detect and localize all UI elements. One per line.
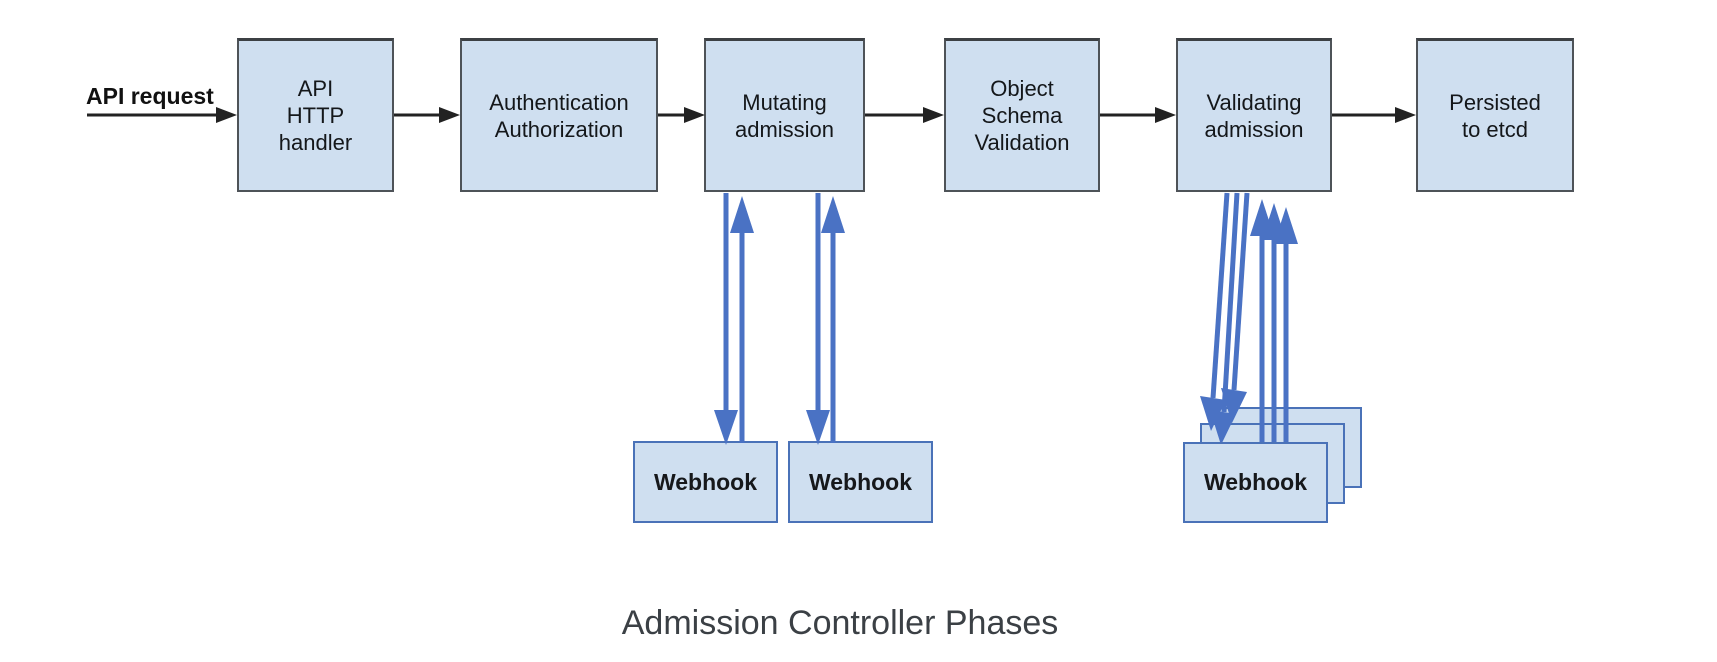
flow-arrow-auth-to-mutating	[658, 107, 705, 123]
phase-label: Mutating admission	[734, 89, 835, 142]
phase-box-object-schema-validation: Object Schema Validation	[944, 38, 1100, 192]
phase-box-mutating-admission: Mutating admission	[704, 38, 865, 192]
validating-webhook-box-front: Webhook	[1183, 442, 1328, 523]
mutating-webhook2-down-arrow	[806, 193, 830, 445]
phase-label: Authentication Authorization	[489, 89, 629, 142]
phase-box-api-http-handler: API HTTP handler	[237, 38, 394, 192]
mutating-webhook-box-2: Webhook	[788, 441, 933, 523]
flow-arrow-validating-to-etcd	[1332, 107, 1416, 123]
phase-label: API HTTP handler	[278, 76, 353, 155]
flow-arrow-schema-to-validating	[1100, 107, 1176, 123]
phase-label: Object Schema Validation	[974, 76, 1070, 155]
mutating-webhook2-up-arrow	[821, 196, 845, 443]
phase-label: Validating admission	[1204, 89, 1304, 142]
diagram-caption: Admission Controller Phases	[621, 604, 1059, 642]
phase-box-authentication-authorization: Authentication Authorization	[460, 38, 658, 192]
webhook-label: Webhook	[653, 468, 758, 495]
webhook-label: Webhook	[1203, 469, 1308, 495]
phase-box-persisted-to-etcd: Persisted to etcd	[1416, 38, 1574, 192]
validating-webhook-down-arrow-3	[1221, 192, 1250, 423]
mutating-webhook1-down-arrow	[714, 193, 738, 445]
webhook-label: Webhook	[808, 468, 913, 495]
api-request-label: API request	[86, 83, 214, 109]
flow-arrow-handler-to-auth	[394, 107, 460, 123]
phase-box-validating-admission: Validating admission	[1176, 38, 1332, 192]
mutating-webhook1-up-arrow	[730, 196, 754, 443]
phase-label: Persisted to etcd	[1449, 89, 1541, 142]
mutating-webhook-box-1: Webhook	[633, 441, 778, 523]
validating-webhook-down-arrow-1	[1200, 192, 1230, 431]
flow-arrow-mutating-to-schema	[865, 107, 944, 123]
